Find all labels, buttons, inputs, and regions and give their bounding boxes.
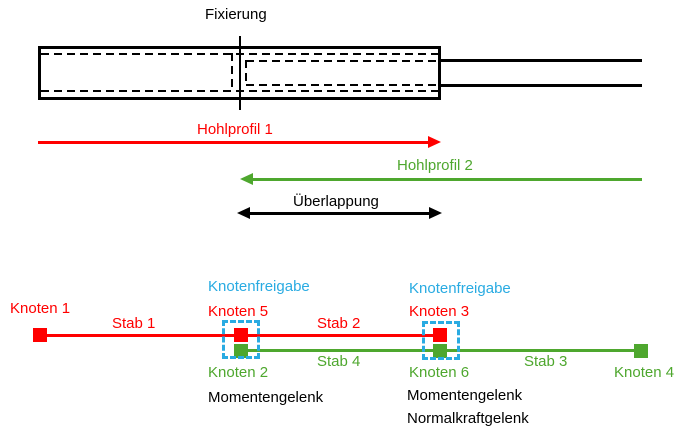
fixierung-label: Fixierung [205,6,267,23]
hohlprofil1-inner-wall-bottom-dashed [41,90,438,92]
fixierung-line [239,36,241,110]
knoten1-label: Knoten 1 [10,300,71,317]
knoten2-node [234,344,248,358]
release-box-1 [222,320,260,359]
hohlprofil2-visible-wall-top [441,59,642,62]
knotenfreigabe1-label: Knotenfreigabe [208,278,310,295]
hohlprofil1-inner-wall-top-dashed [41,53,438,55]
ueberlappung-label: Überlappung [293,193,379,210]
normalkraftgelenk-label: Normalkraftgelenk [407,410,529,427]
hohlprofil2-visible-wall-bottom [441,84,642,87]
knoten1-node [33,328,47,342]
hohlprofil2-end-cap-dashed [231,53,233,92]
momentengelenk1-label: Momentengelenk [208,389,324,406]
knoten5-node [234,328,248,342]
knoten4-node [634,344,648,358]
hohlprofil2-arrowhead-icon [240,173,253,185]
knotenfreigabe2-label: Knotenfreigabe [409,280,511,297]
stab4-label: Stab 4 [317,353,361,370]
hohlprofil2-hidden-wall-bottom-dashed [246,84,438,86]
knoten6-label: Knoten 6 [409,364,470,381]
hohlprofil1-arrowhead-icon [428,136,441,148]
knoten6-node [433,344,447,358]
ueberlappung-arrowhead-left-icon [237,207,250,219]
stab1-label: Stab 1 [112,315,156,332]
ueberlappung-arrow-line [249,212,430,215]
hohlprofil2-hidden-wall-top-dashed [246,60,438,62]
stab3-label: Stab 3 [524,353,568,370]
release-box-2 [422,321,460,360]
knoten2-label: Knoten 2 [208,364,269,381]
hohlprofil1-arrow-line [38,141,429,144]
knoten5-label: Knoten 5 [208,303,269,320]
stab2-label: Stab 2 [317,315,361,332]
knoten3-label: Knoten 3 [409,303,470,320]
knoten4-label: Knoten 4 [614,364,675,381]
momentengelenk2-label: Momentengelenk [407,387,523,404]
hohlprofil2-hidden-left-edge-dashed [245,60,247,86]
knoten3-node [433,328,447,342]
hohlprofil1-label: Hohlprofil 1 [197,121,273,138]
hohlprofil1-outer-rect [38,46,441,100]
hohlprofil2-arrow-line [252,178,642,181]
ueberlappung-arrowhead-right-icon [429,207,442,219]
hohlprofil2-label: Hohlprofil 2 [397,157,473,174]
